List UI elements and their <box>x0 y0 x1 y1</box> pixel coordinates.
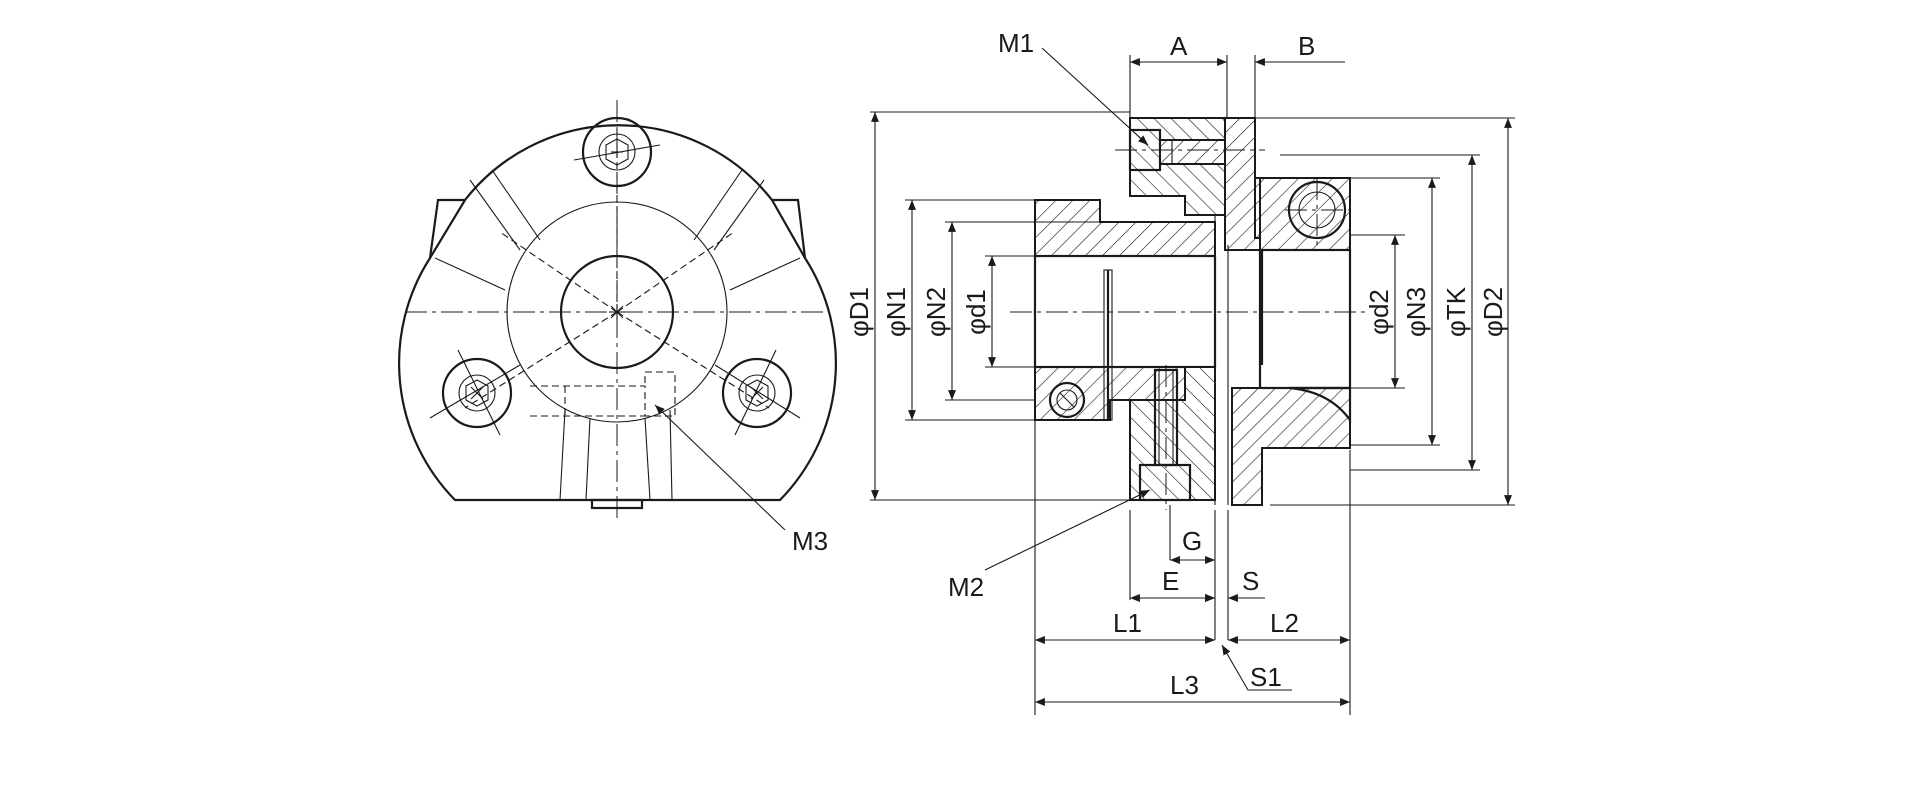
front-left-bump <box>428 198 465 259</box>
dimensions: A B φD1 φN1 φN2 φd1 φd2 φN3 φTK φD2 G E … <box>844 28 1515 715</box>
left-hub-slot-body <box>1103 269 1113 421</box>
dim-b-label: B <box>1298 31 1315 61</box>
right-hub-lower-cavity <box>1289 386 1352 424</box>
s1-label: S1 <box>1250 662 1282 692</box>
m2-label: M2 <box>948 572 984 602</box>
dim-d2-bore-label: φd2 <box>1364 289 1394 335</box>
section-view <box>1010 117 1370 510</box>
front-right-bump <box>772 198 807 259</box>
front-screw-right <box>714 349 801 436</box>
front-center-mark <box>609 304 625 320</box>
hex-socket-icon <box>465 379 489 407</box>
dim-d1-outer-label: φD1 <box>844 287 874 337</box>
dim-s-label: S <box>1242 566 1259 596</box>
dim-n3-label: φN3 <box>1401 287 1431 337</box>
right-hub-lower-section <box>1231 387 1351 506</box>
hex-socket-icon <box>745 379 769 407</box>
hex-socket-icon <box>605 138 629 166</box>
dim-d1-bore-label: φd1 <box>961 289 991 335</box>
dim-l1-label: L1 <box>1113 608 1142 638</box>
dim-n2-label: φN2 <box>921 287 951 337</box>
front-hidden-setscrew <box>530 371 676 417</box>
m3-label: M3 <box>792 526 828 556</box>
front-body-outline <box>398 124 837 502</box>
dim-d2-outer-label: φD2 <box>1478 287 1508 337</box>
right-hub-bore <box>1258 248 1352 390</box>
dim-a-label: A <box>1170 31 1188 61</box>
front-ribs <box>434 169 801 501</box>
m1-label: M1 <box>998 28 1034 58</box>
front-screw-left <box>429 349 521 436</box>
front-screw-top <box>573 116 661 188</box>
dim-e-label: E <box>1162 566 1179 596</box>
dim-l3-label: L3 <box>1170 670 1199 700</box>
dim-n1-label: φN1 <box>881 287 911 337</box>
dim-tk-label: φTK <box>1441 286 1471 337</box>
dim-g-label: G <box>1182 526 1202 556</box>
dim-l2-label: L2 <box>1270 608 1299 638</box>
hub-clamp-screw <box>1048 381 1086 419</box>
m3-leader <box>654 404 786 531</box>
front-view: M3 <box>398 100 837 556</box>
